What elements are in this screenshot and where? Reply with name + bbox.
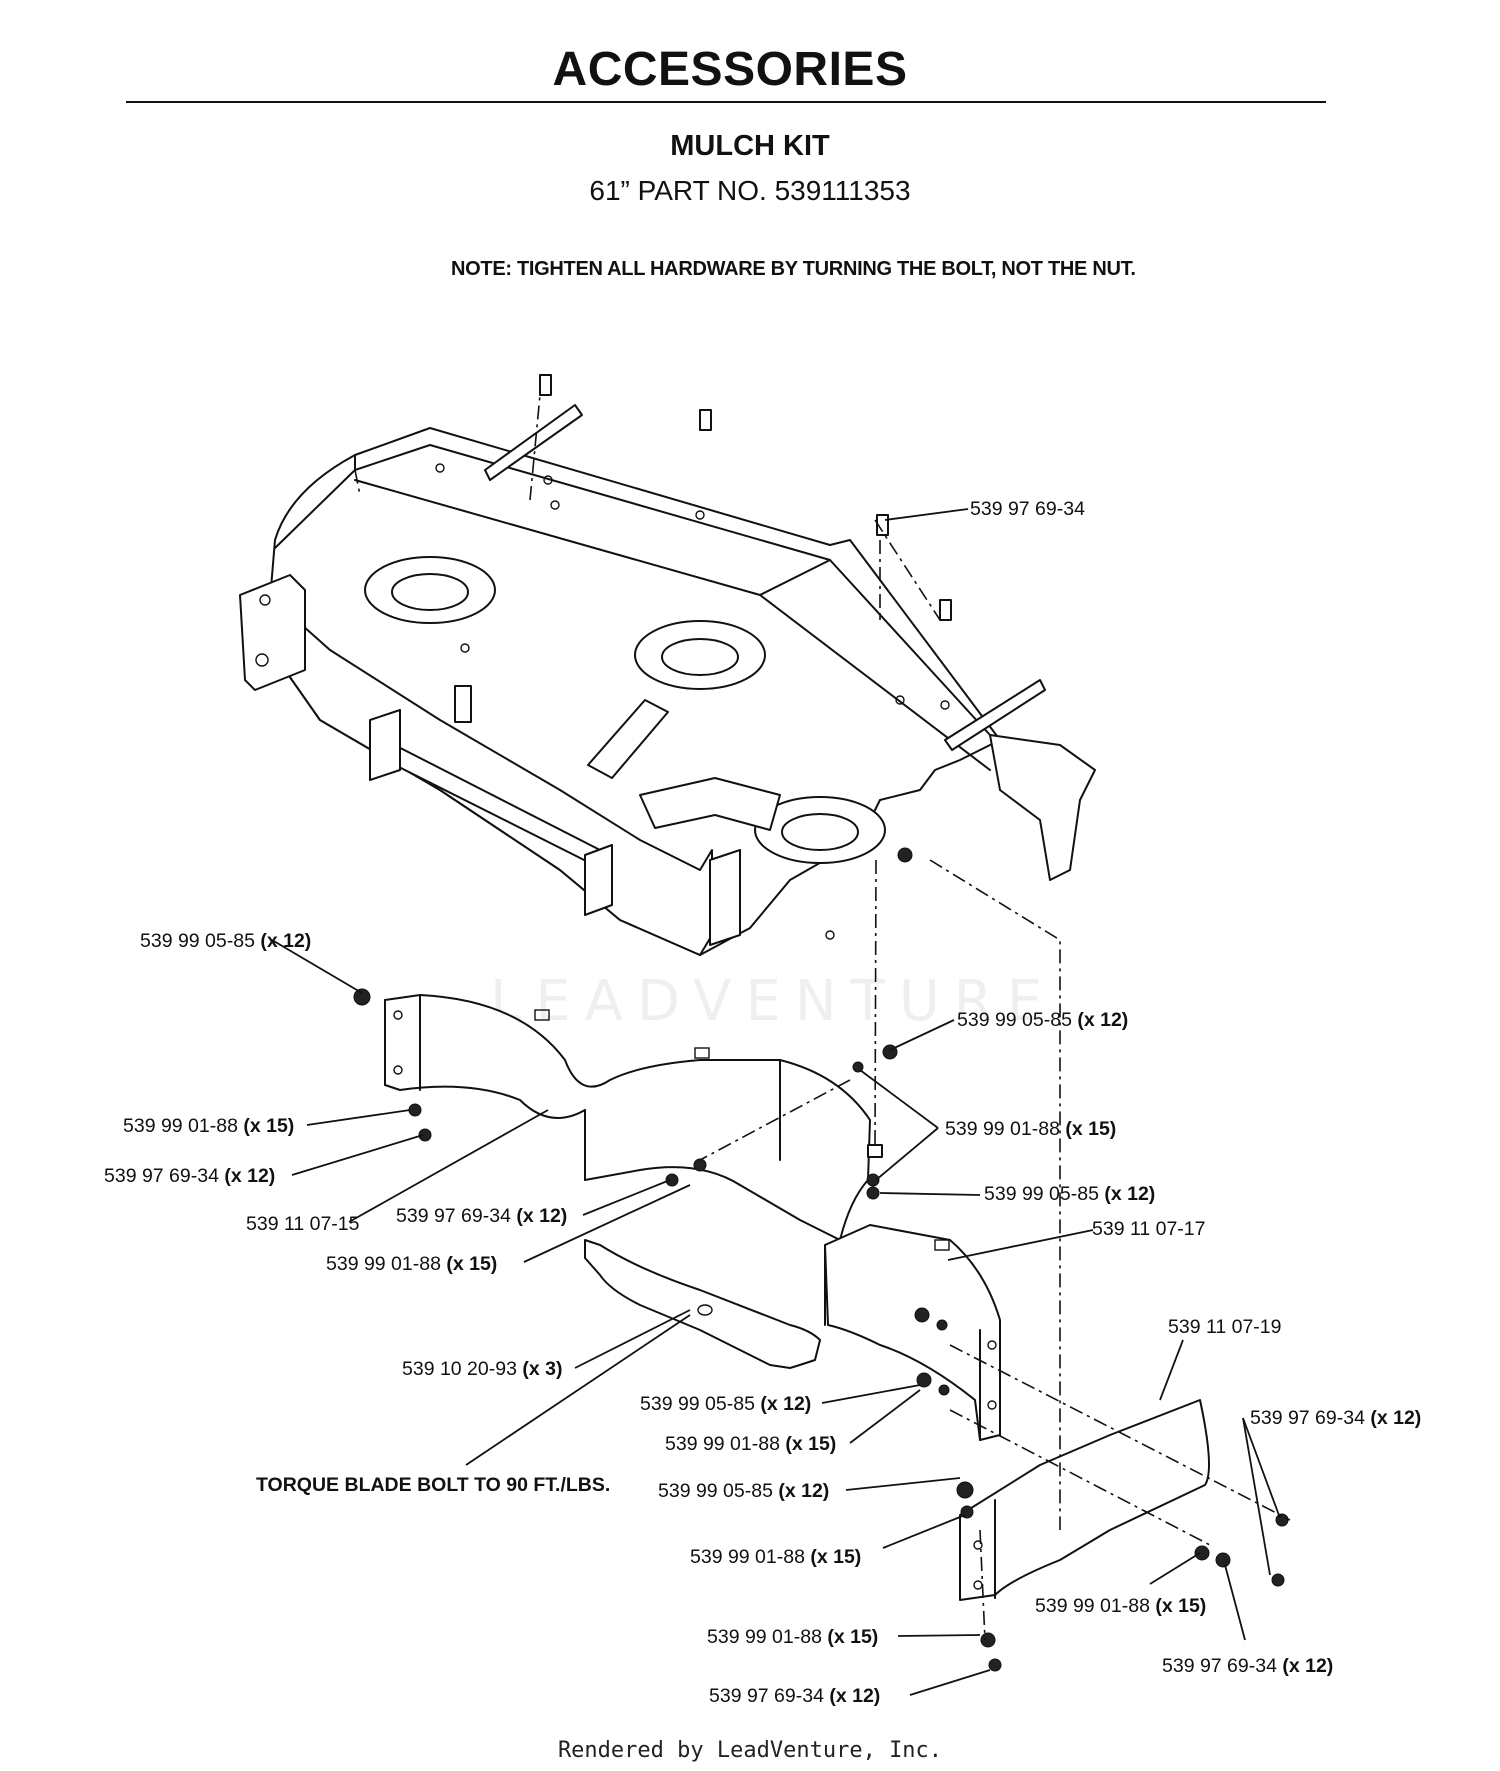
callout-2: 539 99 05-85 (x 12) <box>140 930 311 952</box>
callout-11: 539 99 01-88 (x 15) <box>326 1253 497 1275</box>
title-divider <box>126 101 1326 103</box>
callout-15: 539 97 69-34 (x 12) <box>1250 1407 1421 1429</box>
mulch-baffle-right <box>959 1399 1210 1601</box>
callout-13: 539 10 20-93 (x 3) <box>402 1358 562 1380</box>
torque-note: TORQUE BLADE BOLT TO 90 FT./LBS. <box>256 1474 610 1496</box>
assembly-lines <box>354 394 1291 1641</box>
footer-credit: Rendered by LeadVenture, Inc. <box>557 1738 943 1763</box>
callout-17: 539 99 05-85 (x 12) <box>658 1480 829 1502</box>
callout-9: 539 97 69-34 (x 12) <box>396 1205 567 1227</box>
callout-18: 539 99 01-88 (x 15) <box>690 1546 861 1568</box>
callout-labels: 539 97 69-34 539 99 05-85 (x 12) 539 99 … <box>104 498 1421 1707</box>
kit-part-number: 61” PART NO. 539111353 <box>589 175 911 206</box>
page-title: ACCESSORIES <box>552 43 908 96</box>
callout-1: 539 97 69-34 <box>970 498 1085 520</box>
callout-4: 539 99 01-88 (x 15) <box>123 1115 294 1137</box>
mower-blade <box>584 1239 821 1369</box>
callout-8: 539 11 07-15 <box>246 1213 360 1235</box>
callout-20: 539 99 01-88 (x 15) <box>707 1626 878 1648</box>
callout-21: 539 97 69-34 (x 12) <box>1162 1655 1333 1677</box>
callout-6: 539 97 69-34 (x 12) <box>104 1165 275 1187</box>
callout-10: 539 11 07-17 <box>1092 1218 1206 1240</box>
callout-3: 539 99 05-85 (x 12) <box>957 1009 1128 1031</box>
mower-deck <box>239 374 1096 956</box>
callout-12: 539 11 07-19 <box>1168 1316 1282 1338</box>
callout-22: 539 97 69-34 (x 12) <box>709 1685 880 1707</box>
callout-5: 539 99 01-88 (x 15) <box>945 1118 1116 1140</box>
hardware-note: NOTE: TIGHTEN ALL HARDWARE BY TURNING TH… <box>451 258 1136 280</box>
mulch-baffle-center <box>824 1224 1001 1441</box>
callout-19: 539 99 01-88 (x 15) <box>1035 1595 1206 1617</box>
leader-lines <box>271 508 1281 1696</box>
callout-7: 539 99 05-85 (x 12) <box>984 1183 1155 1205</box>
kit-name: MULCH KIT <box>670 130 830 162</box>
watermark: LEADVENTURE <box>490 969 1056 1034</box>
callout-14: 539 99 05-85 (x 12) <box>640 1393 811 1415</box>
callout-16: 539 99 01-88 (x 15) <box>665 1433 836 1455</box>
